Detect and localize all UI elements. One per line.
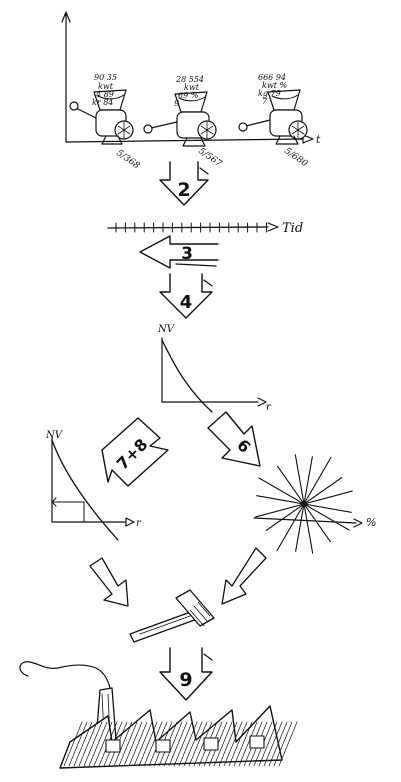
step-9-label: 9 [179, 669, 192, 691]
grinder-3-reading-3: kg 79 [258, 89, 281, 98]
sensitivity-lines [255, 454, 353, 554]
grinder-1-reading-2: kwt [98, 82, 114, 91]
factory-hatch-line [73, 721, 93, 767]
factory-hatch-line [193, 721, 213, 767]
factory-hatch-line [78, 721, 98, 767]
factory-hatch-line [188, 721, 208, 767]
grinder-2-reading-3: 69 % [178, 91, 199, 100]
factory-hatch-line [168, 721, 188, 767]
grinder-3-output: 5/680 [282, 146, 309, 169]
factory-hatch-line [223, 721, 243, 767]
factory-hatch-line [278, 721, 298, 767]
factory-hatch-line [163, 721, 183, 767]
grinder-1-reading-4: kr 84 [92, 98, 113, 107]
factory-icon [19, 661, 298, 769]
top-chart-x-axis [65, 138, 304, 143]
factory-hatch-line [118, 721, 138, 767]
factory-hatch-line [133, 721, 153, 767]
step-7-8-arrow: 7+8 [101, 417, 169, 487]
step-2-label: 2 [177, 179, 190, 201]
factory-hatch-line [138, 721, 158, 767]
grinder-2-reading-2: kwt [184, 83, 200, 92]
factory-hatch-line [93, 721, 113, 767]
sensitivity-chart-x-label: % [366, 516, 376, 529]
timeline-label: Tid [282, 221, 303, 236]
grinder-2-icon [143, 91, 217, 147]
factory-window-4 [249, 735, 265, 749]
grinder-3-reading-1: 666 94 [258, 73, 286, 82]
factory-hatch-line [68, 721, 88, 767]
step-2-arrow: 2 [159, 161, 209, 206]
step-3-label: 3 [181, 244, 193, 264]
timeline-ticks [115, 222, 267, 233]
grinder-1-reading-3: 4 89 [95, 90, 114, 99]
factory-hatch-line [83, 721, 103, 767]
factory-hatch-line [123, 721, 143, 767]
factory-hatch-line [228, 721, 248, 767]
gavel-icon [129, 589, 215, 643]
grinder-1-output: 5/368 [114, 148, 141, 171]
factory-hatch-line [183, 721, 203, 767]
npv-chart-x-label: r [266, 402, 272, 413]
step-9-arrow: 9 [159, 647, 213, 701]
grinder-3-icon [238, 89, 308, 145]
factory-hatch-line [178, 721, 198, 767]
sensitivity-line [256, 495, 352, 513]
top-chart-y-arrow [61, 11, 71, 23]
timeline: Tid [107, 221, 303, 236]
grinder-2-reading-4: 9 [174, 99, 179, 108]
step-3-arrow: 3 [139, 235, 219, 269]
factory-hatch-line [88, 721, 108, 767]
factory-hatch-line [268, 721, 288, 767]
right-converge-arrow [221, 547, 267, 605]
factory-hatch-line [263, 721, 283, 767]
npv-chart-small: NV r [45, 430, 142, 541]
step-4-label: 4 [180, 292, 193, 313]
npv-chart-y-label: NV [157, 324, 176, 335]
factory-window-3 [203, 737, 219, 751]
npv-chart-small-x-label: r [136, 518, 142, 529]
grinder-3-reading-4: 7 [262, 97, 268, 106]
top-chart: t 90 35 kwt 4 89 kr 84 5/368 28 [61, 11, 321, 171]
left-converge-arrow [89, 557, 129, 607]
sensitivity-chart: % [253, 454, 376, 554]
npv-chart: NV r [157, 324, 272, 413]
factory-hatch-line [63, 721, 83, 767]
factory-hatch-line [143, 721, 163, 767]
factory-hatch-line [173, 721, 193, 767]
factory-hatch-line [233, 721, 253, 767]
factory-hatch-line [238, 721, 258, 767]
factory-hatch-line [258, 721, 278, 767]
step-4-arrow: 4 [159, 273, 213, 319]
factory-window-1 [105, 739, 121, 753]
factory-hatch-line [213, 721, 233, 767]
factory-hatch-line [218, 721, 238, 767]
grinder-1-reading-1: 90 35 [94, 73, 117, 82]
top-chart-x-label: t [316, 133, 321, 146]
factory-hatch-line [273, 721, 293, 767]
grinder-2-output: 5/567 [196, 146, 223, 169]
grinder-2-reading-1: 28 554 [175, 75, 204, 84]
factory-hatch-line [128, 721, 148, 767]
factory-hatch-line [113, 721, 133, 767]
grinder-3-reading-2: kwt % [262, 81, 287, 90]
step-6-arrow: 6 [207, 411, 261, 467]
top-chart-x-arrow [302, 134, 314, 144]
factory-window-2 [155, 739, 171, 753]
npv-chart-small-y-label: NV [45, 430, 64, 441]
grinder-1-icon [69, 89, 134, 145]
